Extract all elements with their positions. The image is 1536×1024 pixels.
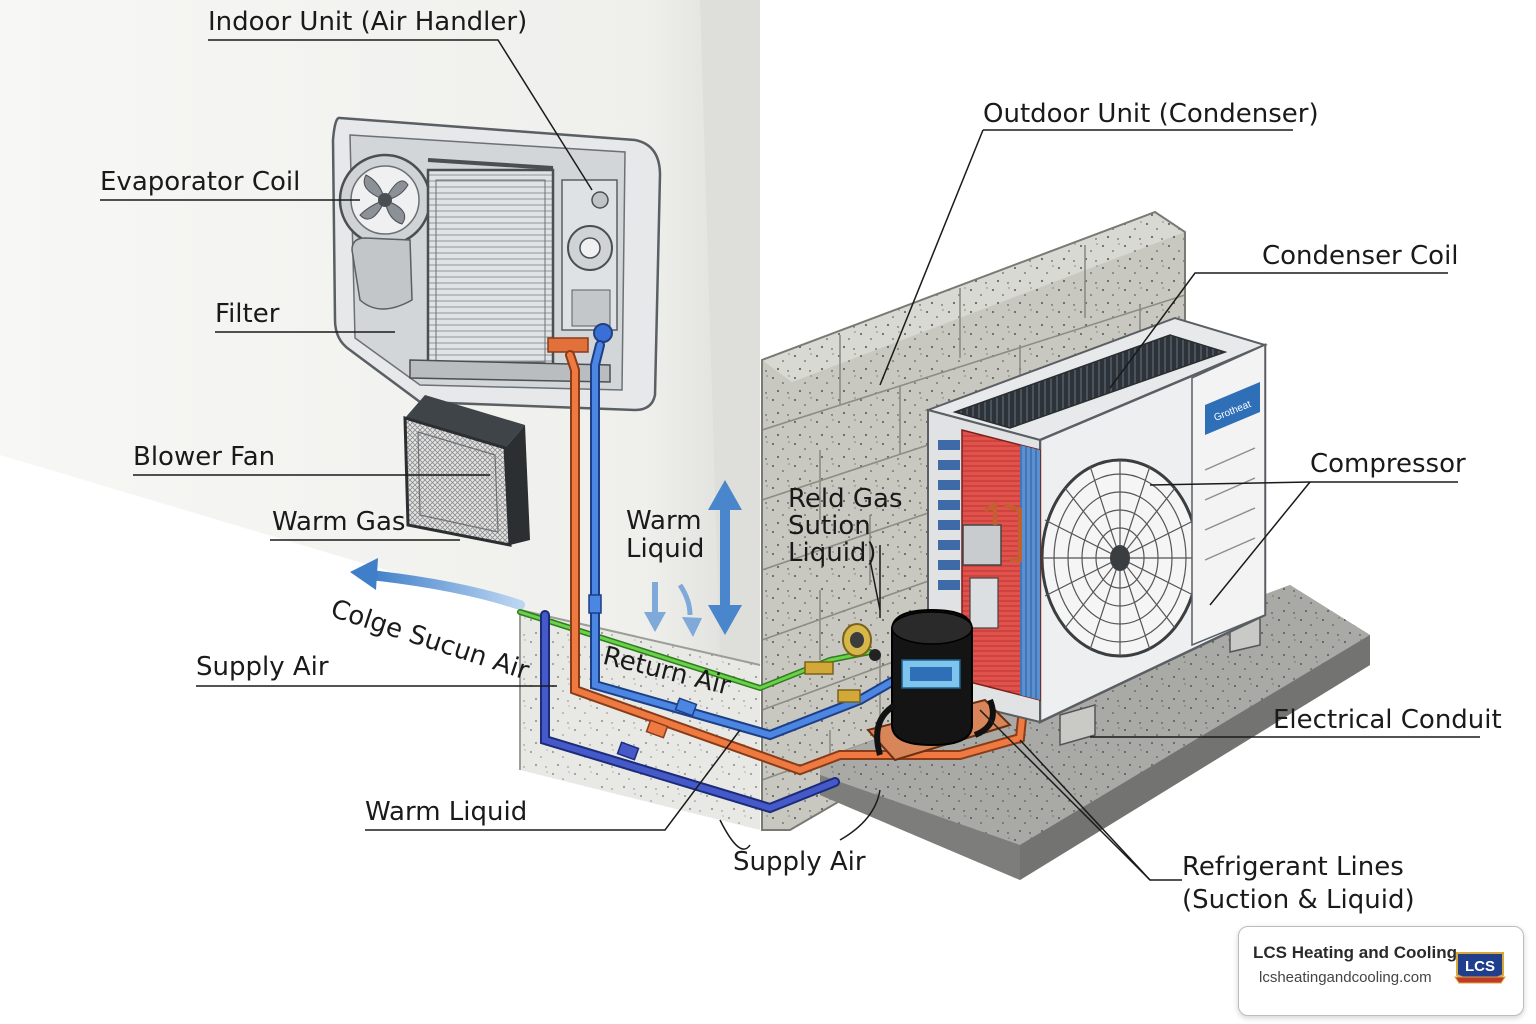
label-outdoor-unit: Outdoor Unit (Condenser) xyxy=(983,99,1319,129)
condenser-unit-drawing: Grotheat xyxy=(924,316,1268,746)
label-refrigerant-lines-sub: (Suction & Liquid) xyxy=(1182,885,1415,915)
air-flow-arrows xyxy=(350,480,742,637)
label-condenser-coil: Condenser Coil xyxy=(1262,241,1459,271)
label-warm-gas: Warm Gas xyxy=(272,507,406,537)
label-reld-gas: Reld Gas xyxy=(788,484,903,514)
label-reld-gas-3: Liquid) xyxy=(788,538,877,568)
label-filter: Filter xyxy=(215,299,280,329)
compressor-drawing xyxy=(866,608,1012,762)
brand-url[interactable]: lcsheatingandcooling.com xyxy=(1259,969,1432,986)
label-indoor-unit: Indoor Unit (Air Handler) xyxy=(208,7,528,37)
brand-card[interactable]: LCS Heating and Cooling lcsheatingandcoo… xyxy=(1238,926,1524,1016)
label-warm-liquid-mid: Warm xyxy=(626,506,702,536)
label-warm-liquid-bottom: Warm Liquid xyxy=(365,797,528,827)
logo-text: LCS xyxy=(1465,958,1495,975)
label-evaporator-coil: Evaporator Coil xyxy=(100,167,301,197)
label-refrigerant-lines: Refrigerant Lines xyxy=(1182,852,1404,882)
lcs-logo-icon: LCS xyxy=(1454,952,1506,984)
indoor-unit-drawing xyxy=(331,116,662,412)
label-warm-liquid-mid-2: Liquid xyxy=(626,534,705,564)
service-valves xyxy=(804,623,872,703)
refrigerant-lines-drawing xyxy=(517,340,1035,814)
filter-box-drawing xyxy=(403,395,530,547)
label-compressor: Compressor xyxy=(1310,449,1466,479)
label-supply-air-bottom: Supply Air xyxy=(733,847,866,877)
brand-name: LCS Heating and Cooling xyxy=(1253,943,1457,962)
label-supply-air-left: Supply Air xyxy=(196,652,329,682)
label-blower-fan: Blower Fan xyxy=(133,442,276,472)
leader-lines xyxy=(100,39,1480,881)
label-electrical-conduit: Electrical Conduit xyxy=(1273,705,1502,735)
label-reld-gas-2: Sution xyxy=(788,511,871,541)
